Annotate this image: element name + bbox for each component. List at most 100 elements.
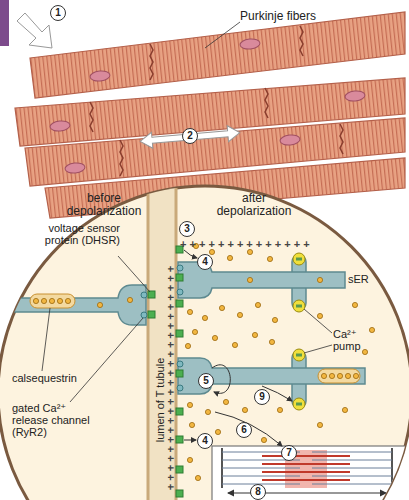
part-label: Purkinje fibers bbox=[240, 10, 316, 23]
thin-filament bbox=[312, 476, 392, 477]
dhsr-sensor bbox=[176, 330, 183, 337]
calcium-ion bbox=[317, 277, 322, 282]
calcium-ion bbox=[187, 402, 192, 407]
intercalated-disc bbox=[340, 124, 343, 154]
inset-content bbox=[4, 180, 407, 500]
calcium-ion bbox=[215, 429, 220, 434]
calcium-ion bbox=[227, 255, 232, 260]
calcium-ion bbox=[219, 305, 224, 310]
sarcoplasmic-reticulum bbox=[178, 358, 365, 394]
t-tubule-wall bbox=[147, 180, 150, 500]
impulse-arrow-group bbox=[139, 125, 240, 150]
purkinje-fiber bbox=[30, 12, 405, 98]
pump-body bbox=[293, 349, 305, 361]
calcium-ion bbox=[342, 407, 347, 412]
thin-filament bbox=[312, 460, 392, 461]
intercalated-disc bbox=[120, 140, 123, 176]
calcium-ion bbox=[345, 373, 350, 378]
dhsr-sensor bbox=[176, 274, 183, 281]
calcium-pump bbox=[293, 349, 305, 361]
callout-number: 4 bbox=[197, 433, 213, 449]
calcium-pump bbox=[293, 253, 305, 265]
calcium-ion bbox=[49, 298, 54, 303]
calcium-pump bbox=[293, 398, 305, 410]
dhsr-sensor bbox=[176, 408, 183, 415]
thin-filament bbox=[312, 452, 392, 453]
sarcomere-frame bbox=[212, 446, 407, 500]
callout-number: 9 bbox=[254, 389, 270, 405]
calsequestrin-complex bbox=[30, 294, 75, 308]
flow-arrow bbox=[215, 412, 282, 446]
thin-filament bbox=[222, 468, 300, 469]
nucleus bbox=[50, 120, 71, 132]
dhsr-sensor bbox=[148, 291, 155, 298]
dhsr-sensor bbox=[176, 436, 183, 443]
magnified-inset bbox=[0, 186, 409, 500]
leader-line bbox=[70, 318, 143, 402]
callout-number: 1 bbox=[50, 5, 66, 21]
part-label: lumen of T tubule bbox=[154, 358, 166, 443]
thin-filament bbox=[312, 468, 392, 469]
intercalated-disc bbox=[150, 44, 153, 80]
calcium-ion bbox=[277, 407, 282, 412]
calcium-ion bbox=[247, 249, 252, 254]
leader-line bbox=[205, 22, 240, 48]
callout-number: 7 bbox=[281, 445, 297, 461]
calcium-ion bbox=[317, 422, 322, 427]
flow-arrow bbox=[184, 250, 197, 258]
calcium-ion bbox=[242, 407, 247, 412]
thick-filament bbox=[262, 455, 350, 457]
calcium-ion bbox=[212, 335, 217, 340]
pump-core bbox=[296, 305, 302, 308]
part-label: gated Ca²⁺ release channel (RyR2) bbox=[12, 402, 100, 438]
calcium-ion bbox=[237, 312, 242, 317]
thick-filament bbox=[262, 463, 350, 465]
calcium-ion bbox=[321, 373, 326, 378]
pump-core bbox=[296, 258, 302, 261]
thick-filament bbox=[262, 479, 350, 481]
nucleus bbox=[240, 38, 261, 50]
dhsr-sensor bbox=[176, 370, 183, 377]
calcium-ion bbox=[33, 298, 38, 303]
flow-arrow bbox=[184, 440, 196, 441]
leader-line bbox=[118, 256, 150, 292]
calcium-ion bbox=[209, 249, 214, 254]
calcium-ion bbox=[337, 373, 342, 378]
part-label: calsequestrin bbox=[12, 372, 77, 384]
callout-number: 8 bbox=[250, 484, 266, 500]
thin-filament bbox=[222, 476, 300, 477]
callout-number: 6 bbox=[236, 422, 252, 438]
callout-number: 2 bbox=[182, 128, 198, 144]
calcium-ion bbox=[272, 317, 277, 322]
leader-line bbox=[304, 345, 332, 353]
calcium-ion bbox=[195, 475, 200, 480]
pump-body bbox=[293, 253, 305, 265]
ryr2-channel bbox=[141, 292, 147, 298]
calcium-ion bbox=[192, 329, 197, 334]
ryr2-channel bbox=[177, 385, 183, 391]
callout-number: 5 bbox=[198, 373, 214, 389]
impulse-arrow bbox=[17, 13, 52, 48]
calcium-ion bbox=[267, 256, 272, 261]
calcium-ion bbox=[205, 409, 210, 414]
calcium-ions bbox=[33, 243, 374, 480]
calcium-ion bbox=[202, 315, 207, 320]
dhsr-sensor bbox=[176, 300, 183, 307]
calcium-ion bbox=[352, 302, 357, 307]
background-strip bbox=[0, 0, 9, 46]
pump-body bbox=[293, 300, 305, 312]
calcium-ion bbox=[353, 373, 358, 378]
calcium-pump bbox=[293, 300, 305, 312]
ryr2-channel bbox=[177, 361, 183, 367]
calcium-ion bbox=[57, 298, 62, 303]
intercalated-disc bbox=[90, 102, 93, 132]
calcium-ion bbox=[369, 327, 374, 332]
state-label: after depolarization bbox=[212, 192, 296, 218]
calcium-ion bbox=[261, 437, 266, 442]
intercalated-disc bbox=[265, 88, 268, 118]
calcium-ion bbox=[255, 302, 260, 307]
ryr2-channel bbox=[177, 265, 183, 271]
calcium-ion bbox=[362, 349, 367, 354]
dhsr-sensor bbox=[176, 466, 183, 473]
calcium-ion bbox=[223, 399, 228, 404]
